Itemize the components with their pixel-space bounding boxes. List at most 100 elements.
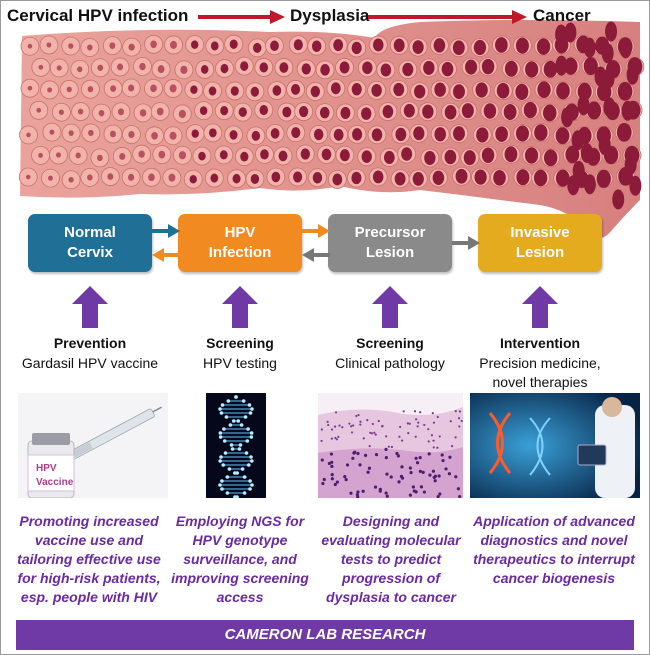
cell-nucleus [128,43,135,51]
histology-nucleus [326,420,329,423]
stage-precursor-lesion: Precursor Lesion [328,214,452,272]
dna-node [229,443,234,447]
cell-nucleus [293,39,303,51]
cell-nucleus [339,149,350,162]
cell-nucleus [373,38,384,52]
histology-nucleus [371,422,374,426]
histology-nucleus [432,475,436,480]
cell-nucleus [240,61,249,71]
stage-arrows-1 [152,224,180,262]
cell-nucleus [583,174,596,195]
stage-normal-cervix: Normal Cervix [28,214,152,272]
cell-nucleus [157,65,165,73]
dna-node [246,463,251,467]
dna-node [241,399,246,403]
dna-node [224,415,229,419]
histology-nucleus [433,479,437,483]
histology-nucleus [361,489,365,493]
histology-nucleus [384,455,388,460]
stage-precursor-line2: Lesion [365,244,415,261]
histology-nucleus [357,413,360,417]
cell-nucleus [229,130,238,140]
dna-node [220,403,225,407]
histology-nucleus [397,480,401,484]
cell-nucleus [543,60,558,78]
cell-nucleus [210,173,219,183]
histology-nucleus [374,453,379,457]
histology-nucleus [350,425,353,428]
dna-node [243,415,248,419]
cell-nucleus [564,22,577,43]
cell-nucleus [452,40,465,56]
histology-nucleus [333,425,337,428]
cell-nucleus [371,83,382,97]
histology-nucleus [355,492,360,497]
cell-nucleus [199,106,208,116]
cell-nucleus [278,150,288,162]
histology-nucleus [454,475,458,479]
histology-nucleus [427,428,430,431]
histology-nucleus [400,465,404,469]
cell-nucleus [555,127,570,145]
cell-nucleus [27,85,33,91]
histology-nucleus [367,466,372,470]
cell-nucleus [259,62,269,73]
cell-nucleus [88,129,94,136]
cell-nucleus [583,37,596,58]
cell-nucleus [629,175,642,196]
cell-nucleus [230,86,239,96]
histology-nucleus [368,445,371,448]
cell-nucleus [617,81,633,101]
cell-nucleus [291,83,301,95]
histology-nucleus [444,467,448,471]
column-title-screening-hpv: Screening [206,335,274,351]
cell-nucleus [602,68,615,89]
cell-nucleus [605,21,618,42]
dna-node [239,423,244,427]
cell-nucleus [75,152,81,159]
cell-nucleus [250,86,260,97]
dna-node [240,467,245,471]
dna-node [242,475,247,479]
dna-node [225,491,230,495]
histology-nucleus [341,426,344,429]
header-stage-cancer: Cancer [533,6,591,25]
cell-nucleus [301,63,311,75]
cell-nucleus [168,173,176,182]
column-subtitle-screening-pathology: Clinical pathology [335,355,445,371]
cell-nucleus [313,128,324,141]
histology-nucleus [414,490,418,494]
dna-node [250,459,254,463]
cell-nucleus [47,87,53,93]
histology-nucleus [456,487,460,491]
histology-nucleus [398,435,401,438]
cell-nucleus [340,106,351,120]
histology-nucleus [449,420,452,423]
histology-nucleus [399,425,402,429]
stage-invasive-line1: Invasive [510,224,570,241]
cell-nucleus [624,154,637,175]
cell-nucleus [240,151,249,162]
histology-nucleus [352,424,355,427]
cell-nucleus [198,151,206,161]
cell-nucleus [208,86,217,96]
cell-nucleus [139,109,147,117]
dna-node [247,403,252,407]
histology-nucleus [330,428,334,431]
cell-nucleus [319,106,330,119]
cell-nucleus [382,105,394,119]
histology-nucleus [396,454,400,458]
cell-nucleus [259,104,269,116]
cell-nucleus [515,37,529,54]
cell-nucleus [46,42,52,48]
dna-node [238,443,243,447]
cell-nucleus [403,103,415,118]
histology-nucleus [329,452,334,456]
cell-nucleus [68,130,74,136]
cell-nucleus [626,64,639,85]
histology-nucleus [419,485,424,489]
dna-node [250,483,254,487]
histology-nucleus [352,451,356,455]
cell-nucleus [523,101,537,119]
cell-nucleus [536,38,551,55]
